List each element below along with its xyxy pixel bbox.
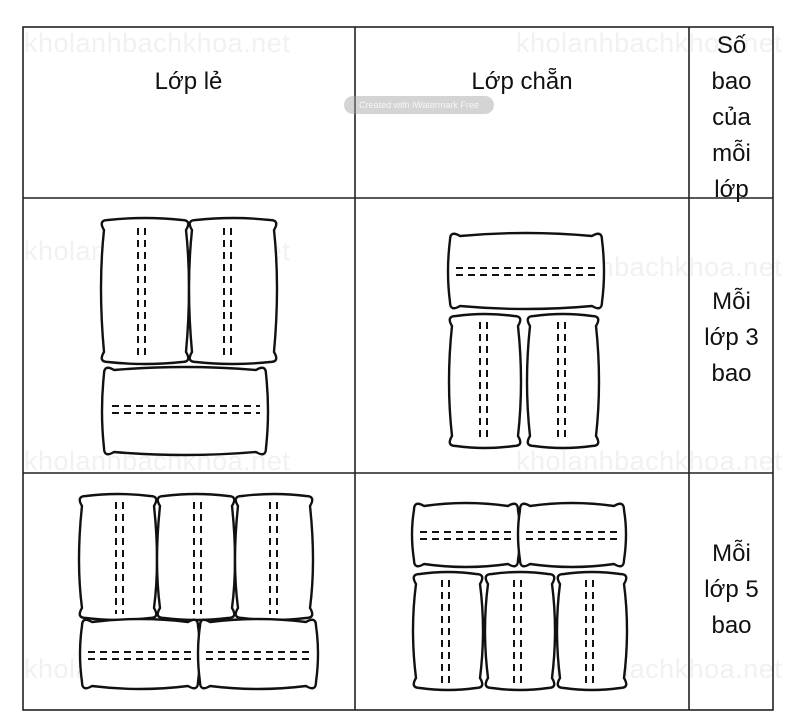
bag-vertical	[483, 570, 557, 692]
odd-layer-3-bags	[99, 216, 279, 457]
table-grid	[22, 26, 774, 711]
diagram-canvas	[22, 26, 774, 711]
bag-horizontal	[410, 501, 522, 569]
even-layer-5-bags	[410, 501, 629, 692]
bag-horizontal	[446, 231, 606, 311]
bag-vertical	[447, 312, 523, 450]
bag-horizontal	[196, 617, 320, 691]
header-odd-layer: Lớp lẻ	[154, 68, 223, 95]
bag-vertical	[99, 216, 191, 366]
bag-vertical	[155, 492, 237, 622]
header-bags-per-layer: Số bao của mỗi lớp	[711, 32, 752, 203]
bag-horizontal	[100, 365, 270, 457]
watermark-overlay-badge: Created with iWatermark Free	[344, 96, 494, 114]
bag-horizontal	[516, 501, 628, 569]
bag-vertical	[411, 570, 485, 692]
bag-vertical	[187, 216, 279, 366]
bag-vertical	[77, 492, 159, 622]
bag-vertical	[525, 312, 601, 450]
stacking-table: kholanhbachkhoa.net kholanhbachkhoa.net …	[22, 26, 782, 711]
even-layer-3-bags	[446, 231, 606, 450]
bag-vertical	[233, 492, 315, 622]
row-label-5-bags: Mỗi lớp 5 bao	[704, 540, 759, 639]
bag-horizontal	[78, 617, 202, 691]
odd-layer-5-bags	[77, 492, 320, 691]
bag-vertical	[555, 570, 629, 692]
header-even-layer: Lớp chẵn	[471, 68, 573, 95]
row-label-3-bags: Mỗi lớp 3 bao	[704, 288, 759, 387]
